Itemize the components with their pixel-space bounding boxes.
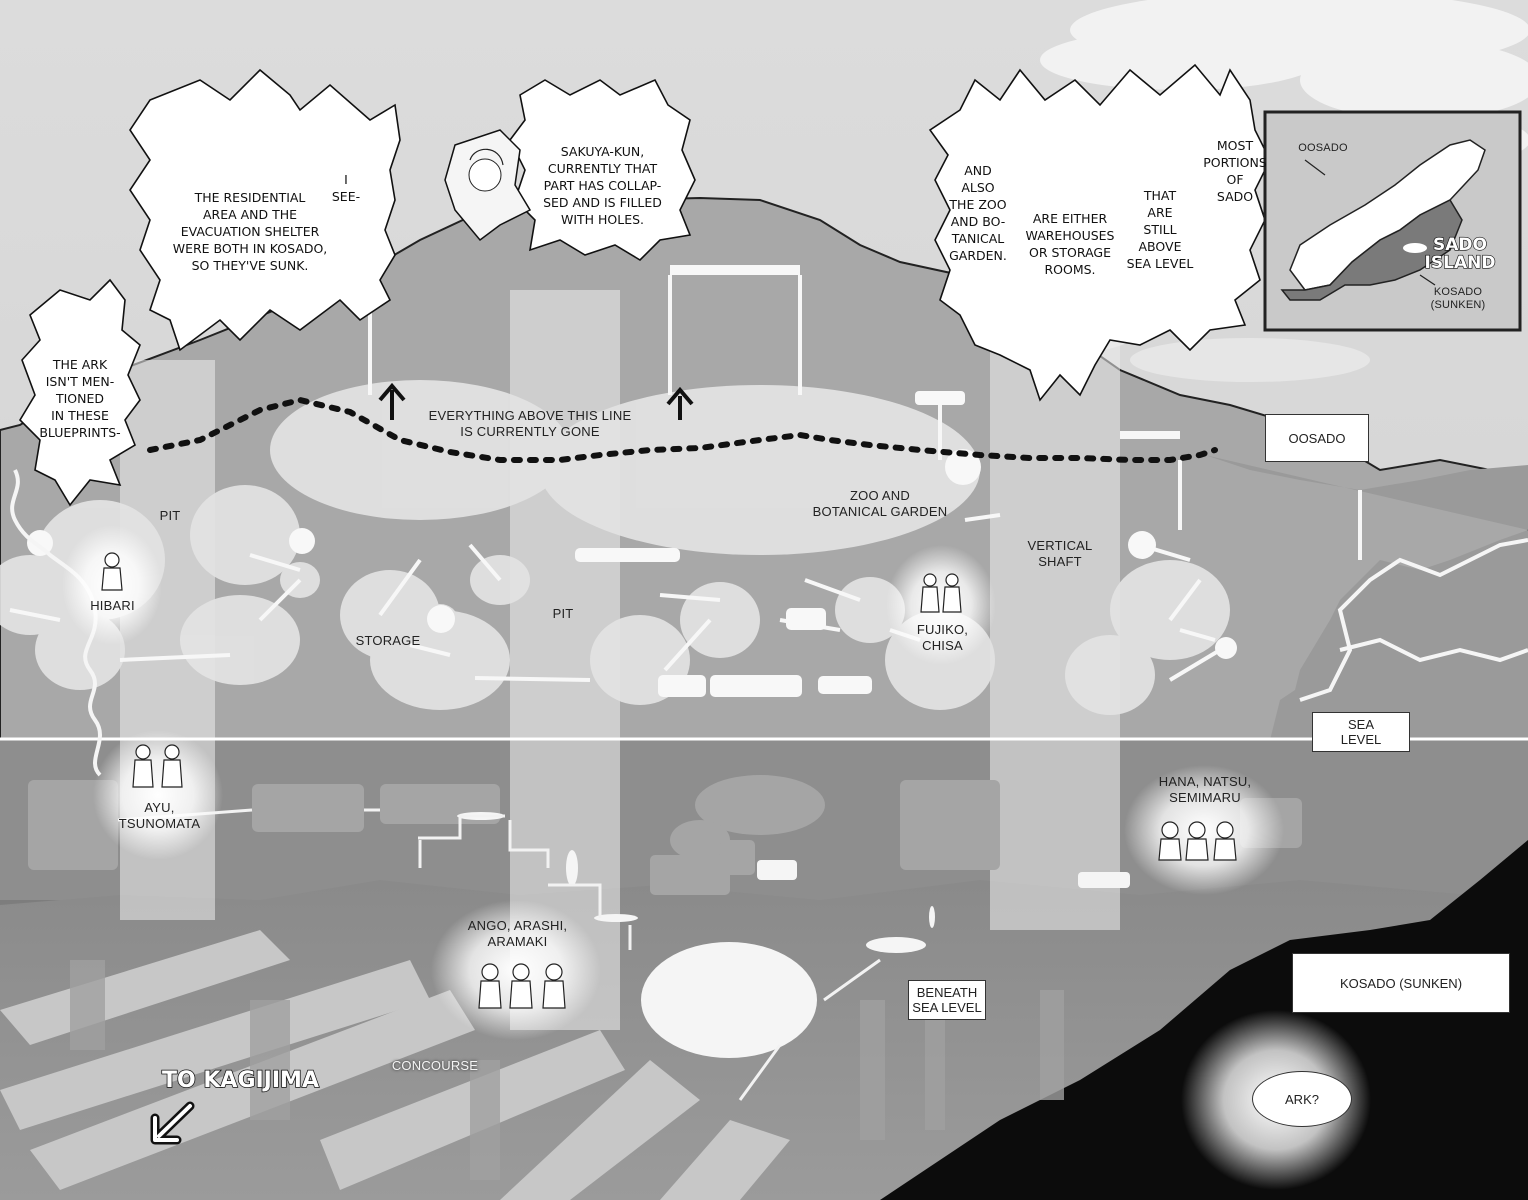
sado-inset-map [1263, 110, 1522, 332]
storage-label: STORAGE [355, 633, 421, 648]
to-kagijima-label: TO KAGIJIMA [161, 1067, 319, 1094]
zoo-label: ZOO AND BOTANICAL GARDEN [812, 488, 948, 519]
oosado-coastline [1299, 538, 1528, 702]
hibari-label: HIBARI [90, 598, 135, 613]
collapse-arrow-left [378, 382, 406, 420]
ark-oval: ARK? [1252, 1071, 1352, 1127]
speech-bubble-shapes [18, 63, 1271, 507]
inset-kosado-label: KOSADO (SUNKEN) [1430, 286, 1486, 311]
facility-rooms-lower-highlight [457, 812, 1130, 1058]
beneath-sea-level-box: BENEATH SEA LEVEL [908, 980, 986, 1020]
arashi-figure [509, 963, 533, 1009]
character-figures [101, 552, 1237, 1009]
arrow-down-left-icon [150, 1101, 195, 1145]
island-lake [1403, 243, 1427, 253]
seabed-pillars [70, 960, 1064, 1180]
bubble-most-portions-text: MOST PORTIONS OF SADO [1203, 138, 1267, 204]
ango-arashi-aramaki-label: ANGO, ARASHI, ARAMAKI [467, 918, 568, 949]
bubble-warehouses-text: ARE EITHER WAREHOUSES OR STORAGE ROOMS. [1025, 211, 1115, 277]
bubble-residential-shape [129, 68, 401, 352]
fujiko-chisa-label: FUJIKO, CHISA [916, 622, 969, 653]
ayu-tsunomata-label: AYU, TSUNOMATA [118, 800, 201, 831]
pit-center-label: PIT [552, 606, 574, 621]
bubble-ark-shape [18, 278, 141, 507]
collapse-line-label: EVERYTHING ABOVE THIS LINE IS CURRENTLY … [428, 408, 632, 439]
kosado-box: KOSADO (SUNKEN) [1292, 953, 1510, 1013]
kosado-map-shape [1280, 199, 1463, 301]
oosado-cliff [1205, 455, 1528, 740]
fujiko-figure [920, 573, 940, 613]
collapse-line [147, 396, 1218, 463]
ayu-figure [132, 744, 154, 788]
semimaru-figure [1213, 821, 1237, 861]
bubble-ark-text: THE ARK ISN'T MEN- TIONED IN THESE BLUEP… [39, 357, 121, 440]
hana-natsu-semimaru-label: HANA, NATSU, SEMIMARU [1158, 774, 1252, 805]
vertical-shaft-label: VERTICAL SHAFT [1027, 538, 1093, 569]
bubble-sado-shape [928, 63, 1271, 402]
bubble-zoo-also-text: AND ALSO THE ZOO AND BO- TANICAL GARDEN. [949, 163, 1007, 263]
bubble-residential-text: THE RESIDENTIAL AREA AND THE EVACUATION … [172, 190, 328, 273]
sea-level-box: SEA LEVEL [1312, 712, 1410, 752]
tsunomata-figure [161, 744, 183, 788]
bubble-that-are-text: THAT ARE STILL ABOVE SEA LEVEL [1126, 188, 1194, 271]
hana-figure [1158, 821, 1182, 861]
oosado-box: OOSADO [1265, 414, 1369, 462]
chisa-figure [942, 573, 962, 613]
natsu-figure [1185, 821, 1209, 861]
inset-title: SADO ISLAND [1424, 235, 1496, 273]
bubble-sakuya-text: SAKUYA-KUN, CURRENTLY THAT PART HAS COLL… [543, 144, 662, 227]
bubble-i-see-text: I SEE- [331, 172, 361, 204]
hibari-figure [101, 552, 123, 591]
concourse-label: CONCOURSE [391, 1058, 479, 1073]
pit-left-label: PIT [159, 508, 181, 523]
aramaki-figure [542, 963, 566, 1009]
inset-oosado-label: OOSADO [1298, 142, 1348, 154]
ango-figure [478, 963, 502, 1009]
sakuya-portrait [444, 129, 532, 242]
collapse-arrow-right [666, 386, 694, 420]
